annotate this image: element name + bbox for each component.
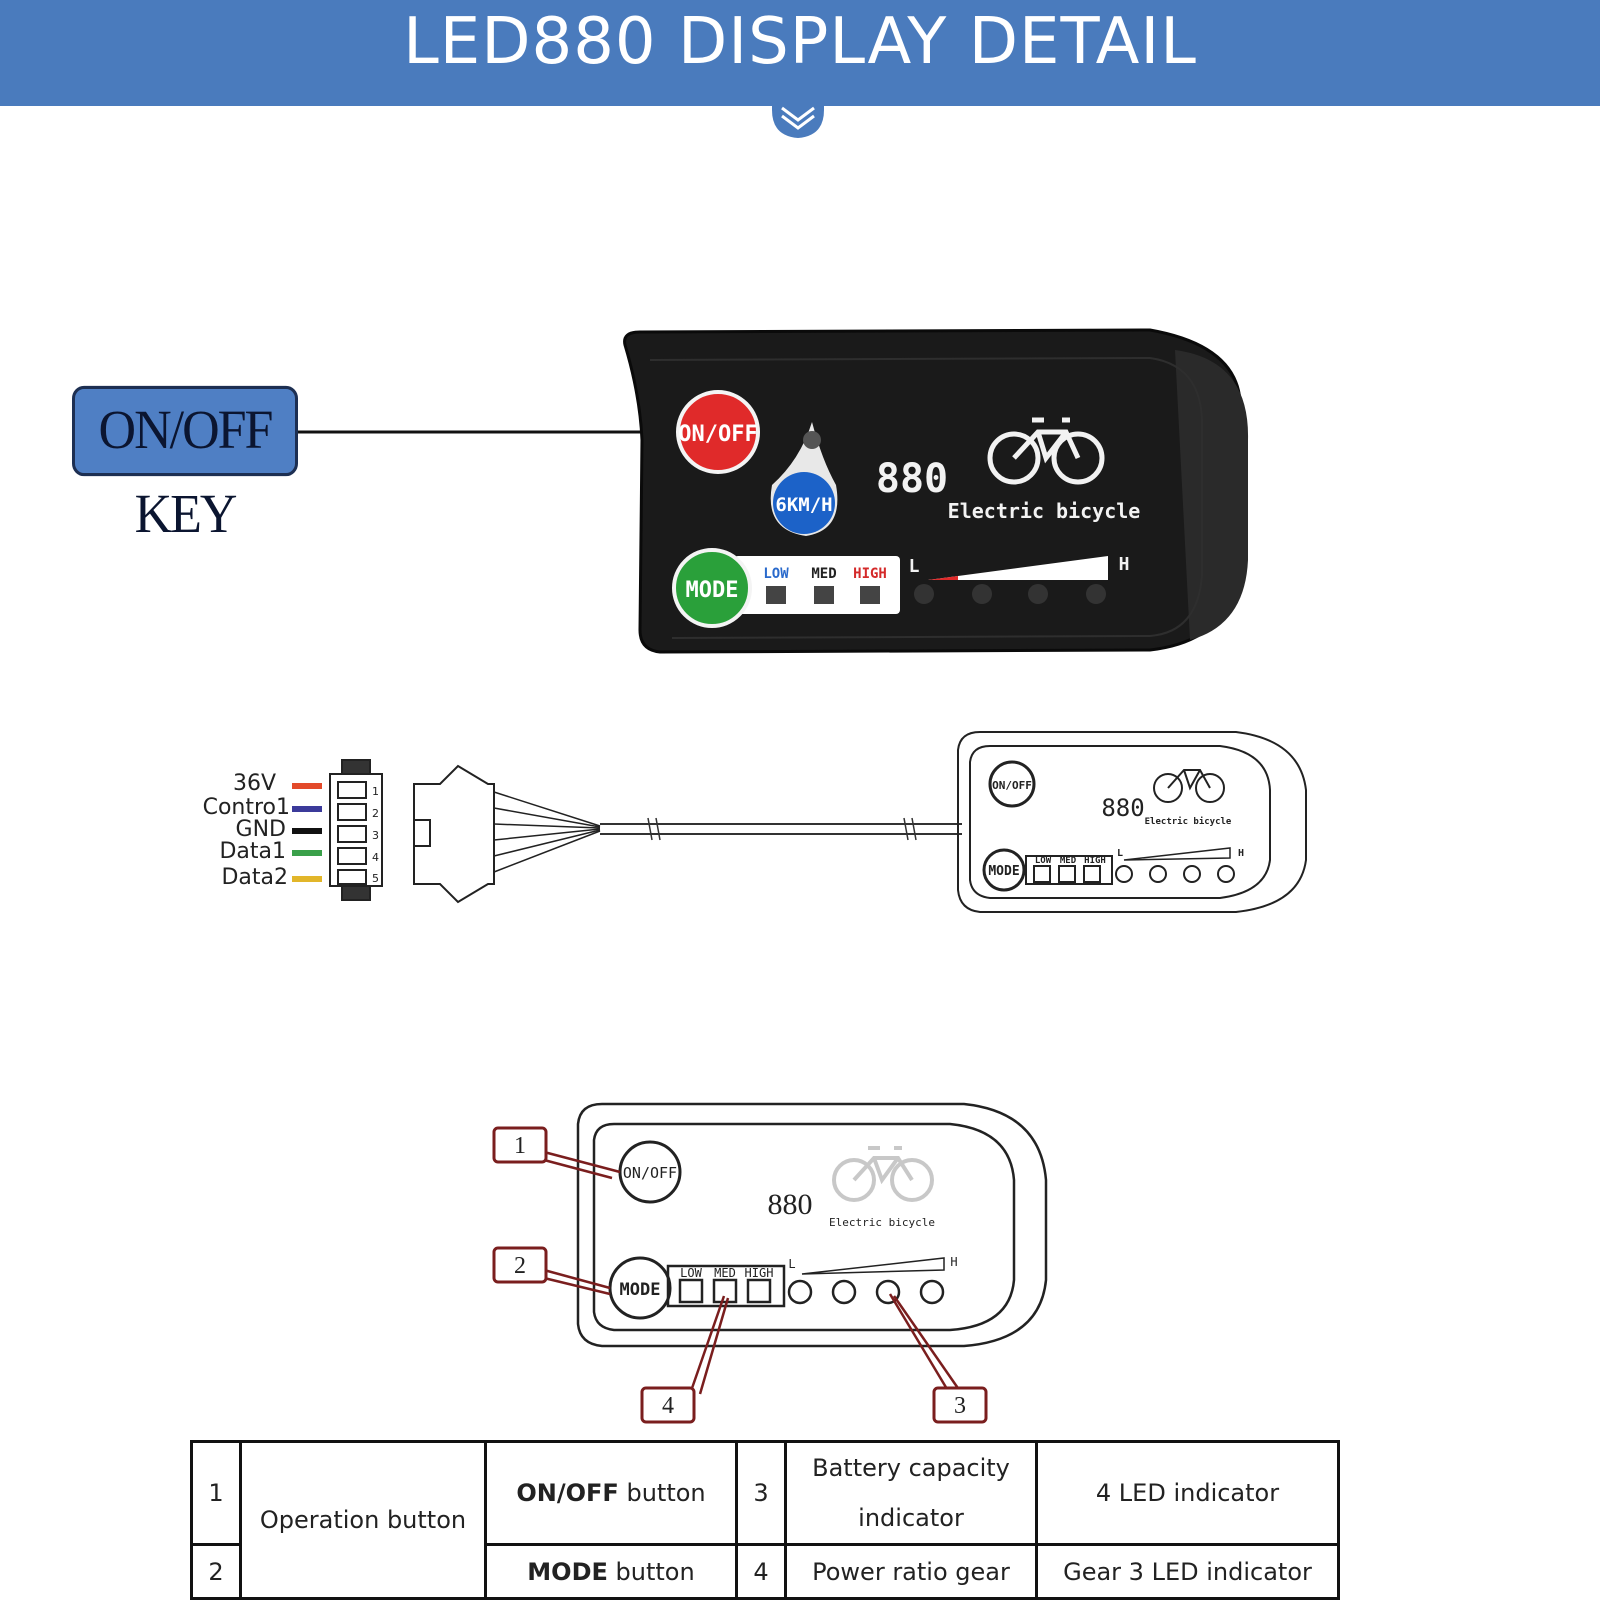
photo-on-off-label: ON/OFF — [678, 422, 757, 447]
battery-wedge — [928, 556, 1108, 580]
wire-label-contro1: Contro1 — [203, 795, 290, 820]
table-cell-num: 1 — [190, 1440, 242, 1546]
wire-swatch-data1 — [292, 850, 322, 856]
photo-speed-label: 6KM/H — [775, 494, 832, 516]
diagram-model-number: 880 — [768, 1188, 813, 1221]
svg-text:LOW: LOW — [1035, 856, 1052, 866]
power-button-icon — [676, 390, 760, 474]
wire-label-36v: 36V — [233, 771, 276, 796]
callout-label-1: 1 — [514, 1133, 526, 1159]
photo-level-low: LOW — [763, 566, 789, 582]
header-banner: LED880 DISPLAY DETAIL — [0, 0, 1600, 106]
photo-led-high — [860, 586, 880, 604]
photo-mode-label: MODE — [686, 578, 739, 603]
photo-battery-led-3 — [1028, 584, 1048, 604]
female-connector — [329, 759, 383, 901]
callout-box-2 — [492, 1246, 548, 1284]
svg-text:H: H — [1238, 848, 1244, 859]
diagram-brand-label: Electric bicycle — [829, 1216, 935, 1229]
numbered-display-diagram: ON/OFF MODE 880 Electric bicycle LOW MED… — [492, 1102, 1048, 1424]
photo-brand-label: Electric bicycle — [948, 499, 1141, 523]
spec-table: 1 Operation button ON/OFF button 3 Batte… — [190, 1440, 1340, 1600]
callout-label-4: 4 — [662, 1393, 674, 1419]
svg-text:MED: MED — [714, 1266, 736, 1280]
bicycle-icon — [987, 417, 1105, 485]
photo-led-low — [766, 586, 786, 604]
wire-swatch-data2 — [292, 876, 322, 882]
male-connector — [413, 764, 601, 904]
table-cell-num2: 3 — [735, 1440, 787, 1546]
photo-battery-led-2 — [972, 584, 992, 604]
wire-label-data1: Data1 — [219, 839, 286, 864]
walk-assist-button-icon — [773, 472, 835, 534]
page-title: LED880 DISPLAY DETAIL — [403, 5, 1197, 79]
table-cell-group: Operation button — [239, 1440, 487, 1600]
table-cell-item: ON/OFF button — [484, 1440, 738, 1546]
photo-bar-low: L — [909, 556, 920, 577]
chevron-down-icon — [772, 96, 824, 138]
wire-swatch-contro1 — [292, 806, 322, 812]
diagram-on-off-label: ON/OFF — [623, 1164, 677, 1182]
table-cell-item: MODE button — [484, 1543, 738, 1600]
table-cell-value: Gear 3 LED indicator — [1035, 1543, 1340, 1600]
table-row: 2 MODE button 4 Power ratio gear Gear 3 … — [190, 1543, 1340, 1600]
svg-text:MED: MED — [1060, 856, 1077, 866]
photo-level-high: HIGH — [853, 566, 887, 582]
device-photo: ON/OFF 6KM/H 880 Electric bicycle MODE L… — [623, 328, 1249, 654]
pin-2: 2 — [372, 807, 379, 820]
photo-battery-led-4 — [1086, 584, 1106, 604]
table-row: 1 Operation button ON/OFF button 3 Batte… — [190, 1440, 1340, 1600]
callout-label-2: 2 — [514, 1253, 526, 1279]
photo-model-number: 880 — [876, 456, 948, 502]
small-display-outline — [957, 731, 1307, 913]
bicycle-outline-icon — [832, 1146, 934, 1202]
svg-text:L: L — [788, 1257, 795, 1271]
table-cell-desc: Power ratio gear — [784, 1543, 1038, 1600]
svg-text:HIGH: HIGH — [1084, 856, 1106, 866]
table-cell-num: 2 — [190, 1543, 242, 1600]
photo-bar-high: H — [1119, 554, 1130, 575]
pin-3: 3 — [372, 829, 379, 842]
svg-text:L: L — [1117, 848, 1123, 859]
callout-label-3: 3 — [954, 1393, 966, 1419]
callout-box-4 — [640, 1386, 696, 1424]
on-off-key-callout: ON/OFF KEY — [72, 385, 298, 544]
wiring-diagram: 36V Contro1 GND Data1 Data2 1 2 3 4 5 — [203, 731, 1307, 913]
small-model-number: 880 — [1101, 794, 1144, 822]
callout-box-1 — [492, 1126, 548, 1164]
svg-text:LOW: LOW — [680, 1266, 702, 1280]
callout-box-3 — [932, 1386, 988, 1424]
photo-level-panel — [734, 556, 900, 614]
wire-swatch-gnd — [292, 828, 322, 834]
diagram-mode-label: MODE — [620, 1280, 661, 1300]
photo-led-med — [814, 586, 834, 604]
photo-battery-led-1 — [914, 584, 934, 604]
mode-button-icon — [672, 548, 752, 628]
pin-5: 5 — [372, 872, 379, 885]
small-brand-label: Electric bicycle — [1145, 816, 1232, 827]
wire-label-gnd: GND — [236, 817, 286, 842]
wire-label-data2: Data2 — [221, 865, 288, 890]
small-on-off-label: ON/OFF — [992, 779, 1032, 792]
wire-swatch-36v — [292, 783, 322, 789]
pin-1: 1 — [372, 785, 379, 798]
svg-text:HIGH: HIGH — [745, 1266, 774, 1280]
table-cell-value: 4 LED indicator — [1035, 1440, 1340, 1546]
photo-level-med: MED — [811, 566, 836, 582]
svg-text:H: H — [950, 1255, 957, 1269]
pin-4: 4 — [372, 851, 379, 864]
small-mode-label: MODE — [988, 864, 1019, 879]
table-cell-num2: 4 — [735, 1543, 787, 1600]
